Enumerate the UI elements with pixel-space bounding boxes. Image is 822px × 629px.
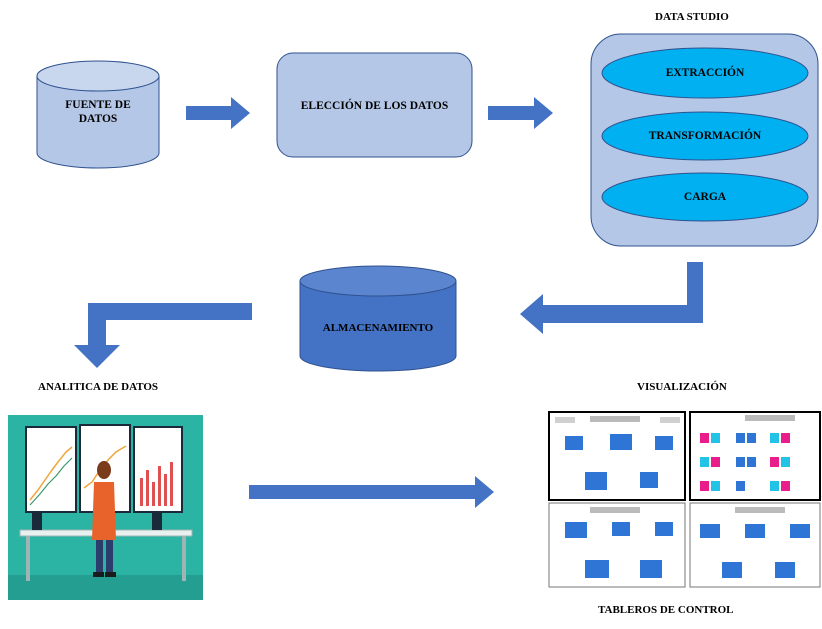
fuente-de-datos-cylinder — [36, 60, 160, 169]
arrow-fuente-to-eleccion — [186, 97, 250, 129]
eleccion-box — [276, 52, 473, 158]
arrow-analitica-to-tableros — [249, 476, 494, 508]
data-studio-title: DATA STUDIO — [655, 11, 729, 23]
extraccion-oval — [601, 47, 809, 99]
transformacion-oval — [601, 111, 809, 161]
analitica-title: ANALITICA DE DATOS — [38, 381, 159, 393]
carga-label: CARGA — [683, 191, 727, 203]
dashboard-panel-3 — [548, 502, 686, 588]
dashboard-panel-1 — [548, 411, 686, 501]
almacenamiento-label: ALMACENAMIENTO — [322, 322, 434, 334]
tableros-title: TABLEROS DE CONTROL — [598, 604, 734, 616]
arrow-almacenamiento-to-analitica — [74, 303, 252, 368]
eleccion-label: ELECCIÓN DE LOS DATOS — [300, 100, 449, 112]
transformacion-label: TRANSFORMACIÓN — [648, 130, 762, 142]
visualizacion-title: VISUALIZACIÓN — [637, 381, 727, 393]
extraccion-label: EXTRACCIÓN — [665, 67, 745, 79]
dashboard-panel-2 — [689, 411, 821, 501]
analitica-illustration — [8, 415, 203, 600]
almacenamiento-cylinder — [299, 265, 457, 372]
dashboard-panel-4 — [689, 502, 821, 588]
carga-oval — [601, 172, 809, 222]
fuente-de-datos-label: FUENTE DE DATOS — [65, 99, 131, 126]
tableros-dashboards — [548, 411, 821, 588]
arrow-datastudio-to-almacenamiento — [520, 262, 703, 334]
arrow-eleccion-to-datastudio — [488, 97, 553, 129]
